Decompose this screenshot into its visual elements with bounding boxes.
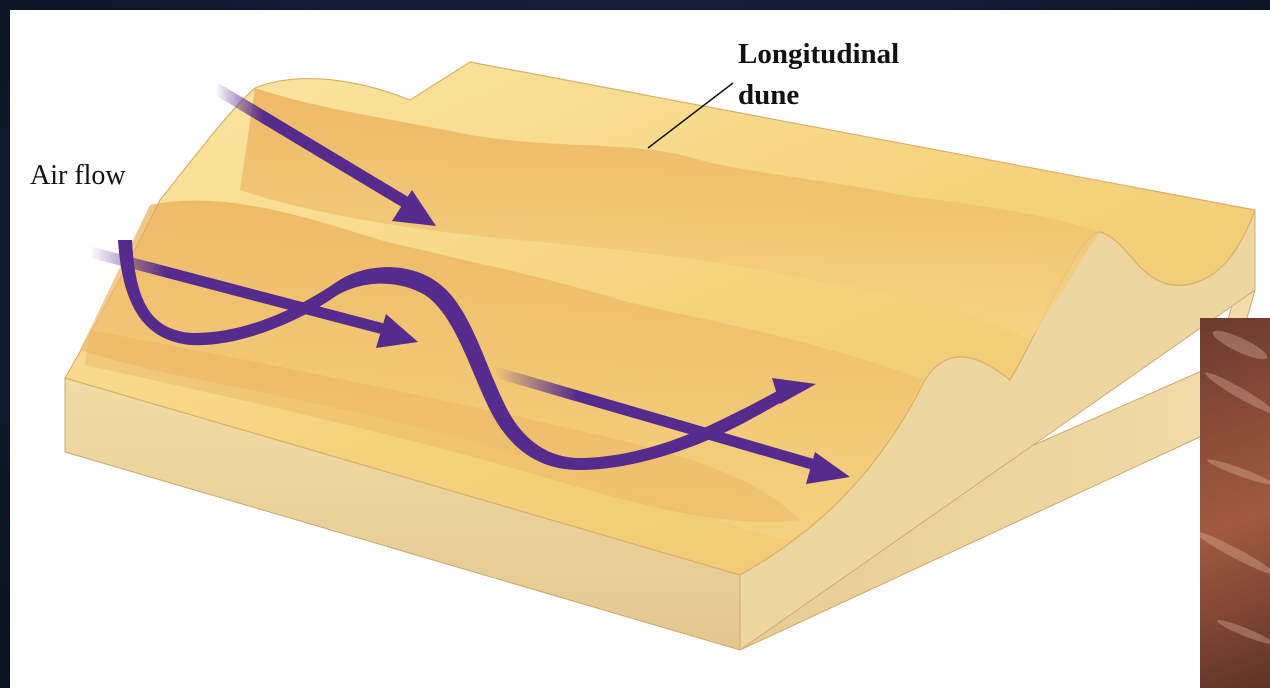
desert-dune-photo xyxy=(1200,318,1270,688)
air-flow-label: Air flow xyxy=(30,160,126,191)
longitudinal-label-line1: Longitudinal xyxy=(738,38,899,70)
longitudinal-label-line2: dune xyxy=(738,79,799,111)
